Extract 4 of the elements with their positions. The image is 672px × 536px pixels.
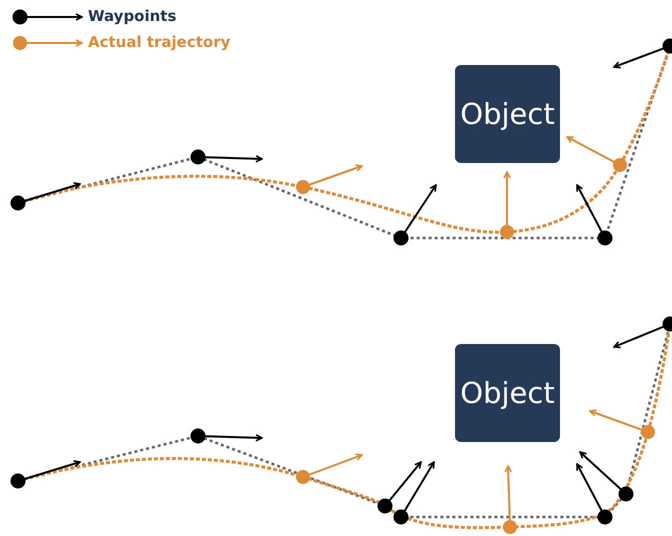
legend-label: Waypoints bbox=[88, 7, 176, 25]
object-box: Object bbox=[455, 344, 560, 442]
object-box: Object bbox=[455, 65, 560, 163]
legend-label: Actual trajectory bbox=[88, 33, 230, 51]
